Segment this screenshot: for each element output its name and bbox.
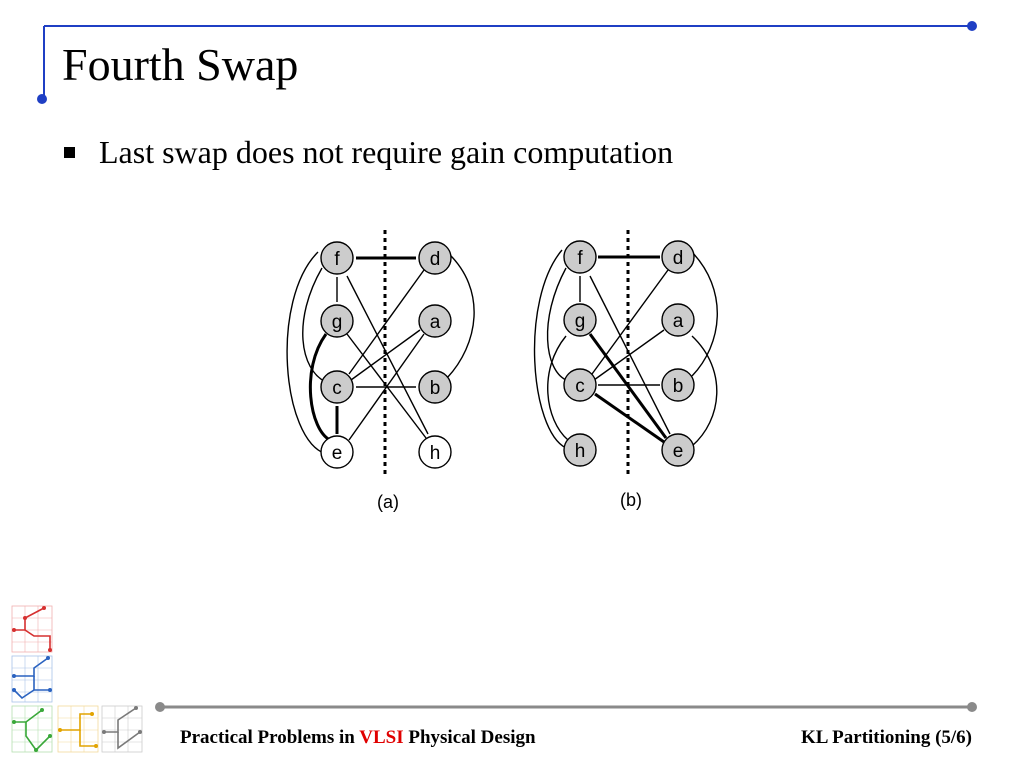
node-label: a <box>673 311 684 332</box>
node-a-b: b <box>418 370 452 404</box>
node-b-d: d <box>661 240 695 274</box>
diagram-b: f d g a c b h <box>533 230 718 510</box>
node-label: b <box>673 376 684 397</box>
node-a-c: c <box>320 370 354 404</box>
bullet-item: Last swap does not require gain computat… <box>64 134 673 171</box>
node-a-a: a <box>418 304 452 338</box>
footer-course-prefix: Practical Problems in <box>180 727 360 748</box>
square-bullet-icon <box>64 147 75 158</box>
edge-b-f-c-curve <box>546 267 567 381</box>
node-label: h <box>575 441 586 462</box>
node-label: g <box>332 312 343 333</box>
edge-a-g-e-bold <box>308 333 331 442</box>
node-b-b: b <box>661 368 695 402</box>
node-a-d: d <box>418 241 452 275</box>
logo-green-routing-icon <box>11 705 53 753</box>
node-label: e <box>332 443 343 464</box>
node-a-g: g <box>320 304 354 338</box>
bullet-text: Last swap does not require gain computat… <box>99 134 674 170</box>
edge-a-e-a <box>348 333 425 441</box>
logo-blue-routing-icon <box>11 655 53 703</box>
diagram-a-bold-edges <box>308 256 416 442</box>
node-label: g <box>575 311 586 332</box>
node-label: f <box>334 249 340 270</box>
footer-section-label: KL Partitioning (5/6) <box>801 727 972 748</box>
logo-red-routing-icon <box>11 605 53 653</box>
node-label: c <box>575 376 585 397</box>
edge-a-d-b-curve <box>446 251 475 379</box>
left-accent-dot <box>37 94 47 104</box>
node-b-h: h <box>563 433 597 467</box>
node-b-f: f <box>563 240 597 274</box>
node-b-c: c <box>563 368 597 402</box>
footer-course-highlight: VLSI <box>359 727 404 748</box>
edge-b-g-h-curve <box>547 335 569 441</box>
footer-line-dot-left <box>155 702 165 712</box>
logo-yellow-routing-icon <box>57 705 99 753</box>
node-a-f: f <box>320 241 354 275</box>
node-b-a: a <box>661 303 695 337</box>
logo-gray-routing-icon <box>101 705 143 753</box>
edge-a-c-a <box>350 329 421 381</box>
node-a-h: h <box>418 435 452 469</box>
edge-b-d-b-curve <box>689 249 718 377</box>
edge-b-f-h-outer <box>533 249 567 449</box>
node-label: a <box>430 312 441 333</box>
node-a-e: e <box>320 435 354 469</box>
top-accent-dot <box>967 21 977 31</box>
edge-a-f-e-outer <box>286 251 327 455</box>
footer-course-title: Practical Problems in VLSI Physical Desi… <box>180 727 536 749</box>
diagram-b-edges <box>533 249 718 449</box>
footer-course-suffix: Physical Design <box>403 727 536 748</box>
node-b-g: g <box>563 303 597 337</box>
node-label: h <box>430 443 441 464</box>
node-label: b <box>430 378 441 399</box>
node-label: e <box>673 441 684 462</box>
edge-a-f-c-curve <box>302 267 327 383</box>
edge-b-a-e-curve <box>691 335 718 447</box>
node-b-e: e <box>661 433 695 467</box>
edge-b-c-d <box>591 269 669 375</box>
diagram-a: f d g a c b e <box>286 230 475 512</box>
node-label: f <box>577 248 583 269</box>
edge-b-c-a <box>593 329 665 381</box>
node-label: d <box>430 249 441 270</box>
node-label: c <box>332 378 342 399</box>
diagram-a-caption: (a) <box>377 492 399 512</box>
edge-a-f-h <box>346 275 429 435</box>
footer-line-dot-right <box>967 702 977 712</box>
diagram-b-caption: (b) <box>620 490 642 510</box>
node-label: d <box>673 248 684 269</box>
slide-title: Fourth Swap <box>62 39 299 90</box>
